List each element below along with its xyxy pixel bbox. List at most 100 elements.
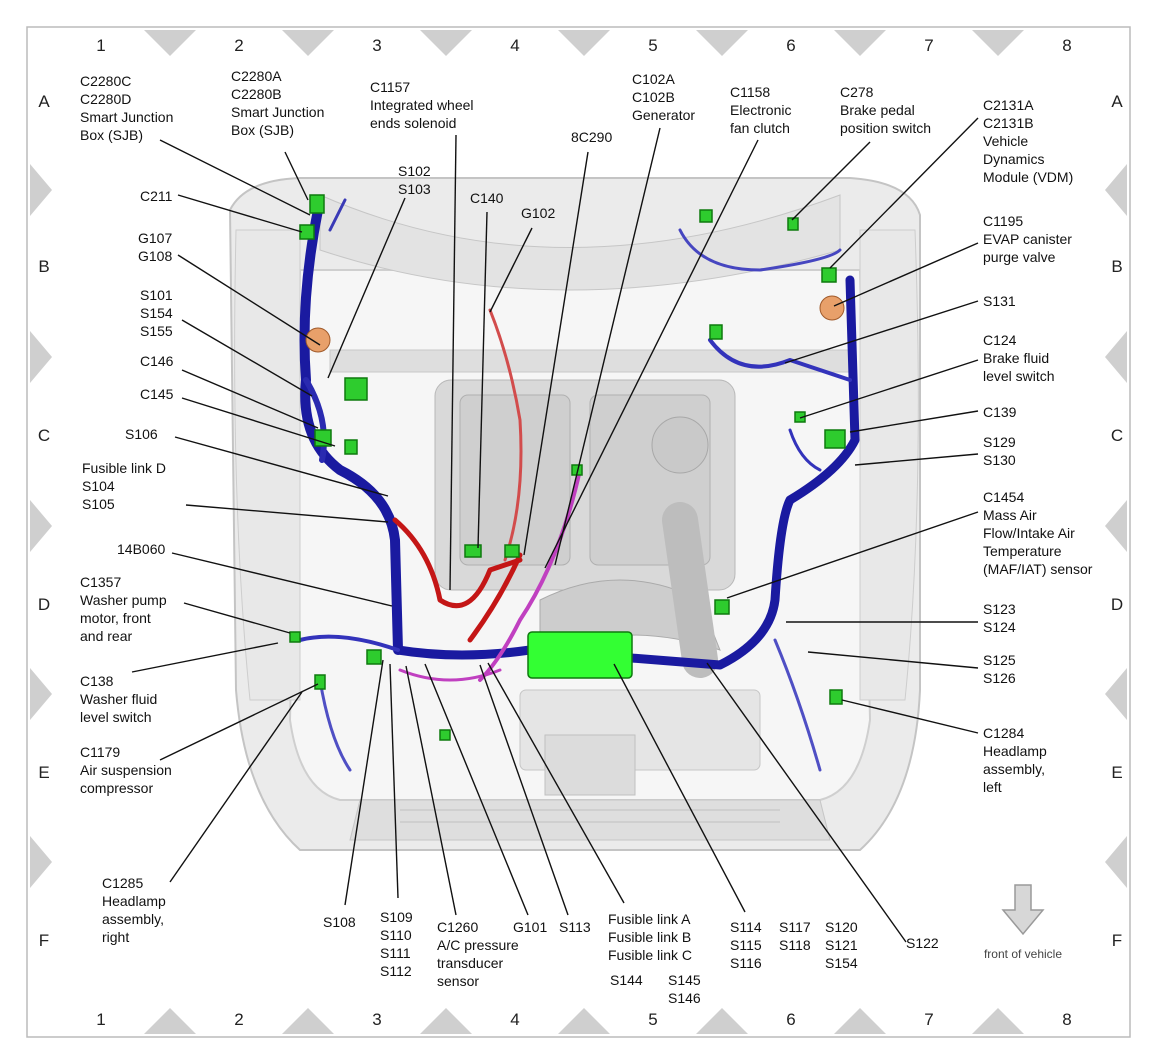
- leader-line-s114: [613, 663, 746, 913]
- grid-row-right-B: B: [1111, 257, 1122, 276]
- leader-line-c1195: [833, 242, 979, 307]
- callout-text: C1454: [983, 489, 1024, 505]
- callout-text: C102A: [632, 71, 675, 87]
- callout-text: Fusible link C: [608, 947, 692, 963]
- leader-line-s108: [344, 659, 384, 906]
- grid-marker: [30, 331, 52, 383]
- callout-text: S154: [140, 305, 173, 321]
- leader-line-14b060: [171, 552, 393, 607]
- leader-line-fusd: [185, 504, 389, 523]
- callout-text: C2131A: [983, 97, 1034, 113]
- callout-text: C146: [140, 353, 174, 369]
- grid-column-top-8: 8: [1062, 36, 1071, 55]
- callout-text: Vehicle: [983, 133, 1028, 149]
- callout-text: S146: [668, 990, 701, 1006]
- callout-text: compressor: [80, 780, 153, 796]
- grid-row-right-E: E: [1111, 763, 1122, 782]
- callout-text: G101: [513, 919, 547, 935]
- grid-row-left-B: B: [38, 257, 49, 276]
- callout-text: S115: [730, 937, 762, 953]
- callout-text: C1284: [983, 725, 1024, 741]
- grid-marker: [1105, 668, 1127, 720]
- callout-c211: C211: [140, 188, 173, 204]
- callout-s113: S113: [559, 919, 591, 935]
- callout-text: S154: [825, 955, 858, 971]
- leader-line-c138: [131, 642, 279, 673]
- callout-text: (MAF/IAT) sensor: [983, 561, 1093, 577]
- callout-text: C2280A: [231, 68, 282, 84]
- wiring-harness: [298, 198, 860, 772]
- leader-line-c2131a: [829, 117, 979, 269]
- callout-text: C1285: [102, 875, 143, 891]
- callout-text: S105: [82, 496, 115, 512]
- callout-text: Temperature: [983, 543, 1062, 559]
- callout-text: S124: [983, 619, 1016, 635]
- callout-text: S102: [398, 163, 431, 179]
- callout-leaders: [131, 117, 979, 943]
- leader-line-c278: [791, 141, 871, 221]
- callout-text: Smart Junction: [80, 109, 173, 125]
- leader-line-s129: [854, 453, 979, 466]
- callout-text: S104: [82, 478, 115, 494]
- callout-text: S125: [983, 652, 1016, 668]
- callout-text: C138: [80, 673, 114, 689]
- grid-row-left-F: F: [39, 931, 49, 950]
- callout-text: Module (VDM): [983, 169, 1073, 185]
- leader-line-c1157: [449, 134, 457, 591]
- callout-text: C139: [983, 404, 1017, 420]
- grid-marker: [1105, 331, 1127, 383]
- callout-text: Headlamp: [102, 893, 166, 909]
- callout-s131: S131: [983, 293, 1016, 309]
- callout-text: S126: [983, 670, 1016, 686]
- grid-column-bottom-7: 7: [924, 1010, 933, 1029]
- callout-text: G107: [138, 230, 172, 246]
- grid-row-left-E: E: [38, 763, 49, 782]
- engine-bay-illustration: [228, 177, 921, 851]
- leader-line-c1260: [405, 665, 457, 916]
- leader-line-c1454: [726, 511, 979, 599]
- leader-line-s106: [174, 436, 389, 497]
- callout-text: S123: [983, 601, 1016, 617]
- grid-marker: [558, 30, 610, 56]
- callout-text: C2280B: [231, 86, 282, 102]
- callout-text: C124: [983, 332, 1017, 348]
- callout-text: Fusible link A: [608, 911, 691, 927]
- leader-line-c211: [177, 194, 303, 233]
- callout-text: EVAP canister: [983, 231, 1072, 247]
- grid-marker: [1105, 164, 1127, 216]
- grid-marker: [30, 836, 52, 888]
- callout-text: C1195: [983, 213, 1023, 229]
- callout-text: left: [983, 779, 1002, 795]
- callout-text: 14B060: [117, 541, 165, 557]
- callout-g102: G102: [521, 205, 555, 221]
- callout-text: purge valve: [983, 249, 1056, 265]
- callout-text: 8C290: [571, 129, 612, 145]
- callout-text: S155: [140, 323, 173, 339]
- callout-text: S145: [668, 972, 701, 988]
- leader-line-8c290: [523, 151, 589, 556]
- callout-text: fan clutch: [730, 120, 790, 136]
- callout-text: Box (SJB): [80, 127, 143, 143]
- grid-column-bottom-5: 5: [648, 1010, 657, 1029]
- callout-text: assembly,: [983, 761, 1045, 777]
- grid-column-bottom-2: 2: [234, 1010, 243, 1029]
- callout-text: C1157: [370, 79, 410, 95]
- callout-text: S120: [825, 919, 858, 935]
- leader-line-c2280c: [159, 139, 311, 216]
- callout-s108: S108: [323, 914, 356, 930]
- leader-line-c2280a: [284, 151, 309, 201]
- callout-text: Smart Junction: [231, 104, 324, 120]
- callout-text: S114: [730, 919, 762, 935]
- callout-text: Brake fluid: [983, 350, 1049, 366]
- callout-text: position switch: [840, 120, 931, 136]
